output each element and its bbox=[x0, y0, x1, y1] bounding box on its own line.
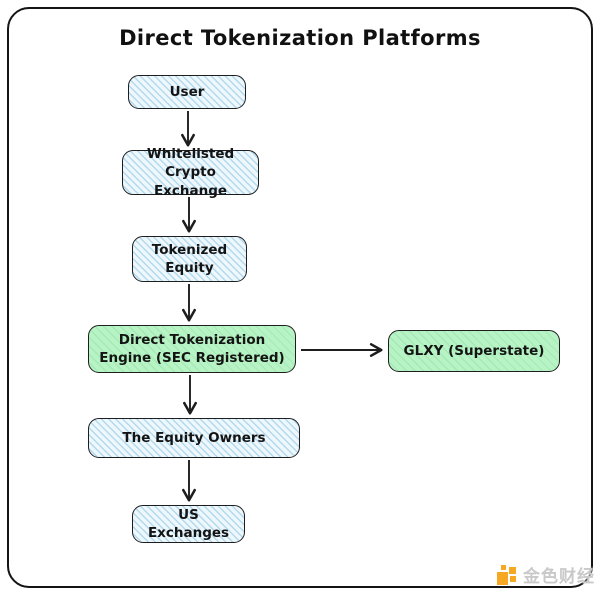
watermark-text: 金色财经 bbox=[523, 567, 595, 587]
node-us-exchanges: US Exchanges bbox=[132, 505, 245, 543]
watermark: 金色财经 bbox=[496, 562, 595, 587]
node-whitelisted-exchange: Whitelisted Crypto Exchange bbox=[122, 146, 259, 199]
node-glxy-superstate: GLXY (Superstate) bbox=[388, 330, 560, 372]
jinse-logo-icon bbox=[497, 564, 516, 585]
diagram-frame bbox=[7, 7, 593, 588]
node-tokenization-engine: Direct Tokenization Engine (SEC Register… bbox=[88, 325, 296, 373]
node-user: User bbox=[128, 75, 246, 109]
node-tokenized-equity: Tokenized Equity bbox=[132, 236, 247, 282]
node-equity-owners: The Equity Owners bbox=[88, 418, 300, 458]
diagram-title: Direct Tokenization Platforms bbox=[119, 26, 481, 50]
